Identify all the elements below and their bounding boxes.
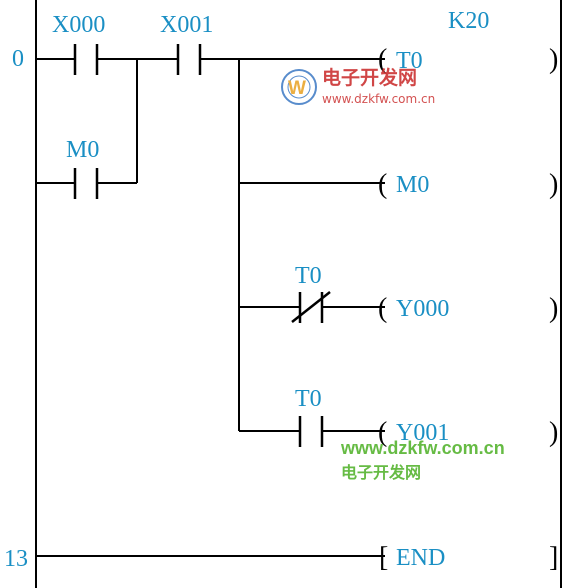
coil-open-paren: ( bbox=[378, 293, 387, 324]
watermark-brand-cn-bottom: 电子开发网 bbox=[341, 463, 421, 482]
coil-open-paren: ( bbox=[378, 417, 387, 448]
end-open-bracket: [ bbox=[379, 542, 388, 573]
logo-inner-ring-icon bbox=[287, 75, 311, 99]
coil-m0[interactable]: ( M0 ) bbox=[378, 169, 558, 200]
logo-ring-icon bbox=[281, 69, 317, 105]
contact-t0-nc-label: T0 bbox=[295, 263, 322, 289]
coil-close-paren: ) bbox=[549, 44, 558, 75]
hold-branch-wire bbox=[36, 59, 138, 184]
coil-close-paren: ) bbox=[549, 417, 558, 448]
contact-x000-label: X000 bbox=[52, 12, 105, 38]
end-label: END bbox=[396, 545, 445, 571]
contact-x000[interactable] bbox=[73, 44, 99, 75]
coil-m0-label: M0 bbox=[396, 172, 429, 198]
coil-open-paren: ( bbox=[378, 169, 387, 200]
watermark-url-large: www.dzkfw.com.cn bbox=[340, 438, 505, 458]
watermark-brand-cn: 电子开发网 bbox=[322, 66, 417, 89]
end-instruction[interactable]: [ END ] bbox=[379, 542, 558, 573]
watermark-url-small: www.dzkfw.com.cn bbox=[322, 92, 435, 106]
contact-m0-label: M0 bbox=[66, 137, 99, 163]
coil-close-paren: ) bbox=[549, 169, 558, 200]
step-number-0: 0 bbox=[12, 46, 24, 72]
contact-x001[interactable] bbox=[176, 44, 202, 75]
coil-y000[interactable]: ( Y000 ) bbox=[378, 293, 558, 324]
coil-t0[interactable]: ( T0 ) bbox=[378, 44, 558, 75]
end-close-bracket: ] bbox=[549, 542, 558, 573]
contact-t0-nc[interactable] bbox=[291, 291, 331, 323]
coil-t0-setting: K20 bbox=[448, 8, 489, 34]
coil-y000-label: Y000 bbox=[396, 296, 449, 322]
coil-close-paren: ) bbox=[549, 293, 558, 324]
coil-t0-label: T0 bbox=[396, 48, 423, 74]
step-number-13: 13 bbox=[4, 546, 28, 572]
coil-y001[interactable]: ( Y001 ) bbox=[378, 417, 558, 448]
coil-open-paren: ( bbox=[378, 44, 387, 75]
contact-m0-hold[interactable] bbox=[73, 168, 99, 199]
logo-w-glyph: W bbox=[288, 78, 306, 99]
contact-t0-no[interactable] bbox=[298, 416, 324, 447]
coil-y001-label: Y001 bbox=[396, 420, 449, 446]
contact-t0-no-label: T0 bbox=[295, 386, 322, 412]
contact-x001-label: X001 bbox=[160, 12, 213, 38]
watermark-logo: W bbox=[281, 69, 317, 105]
